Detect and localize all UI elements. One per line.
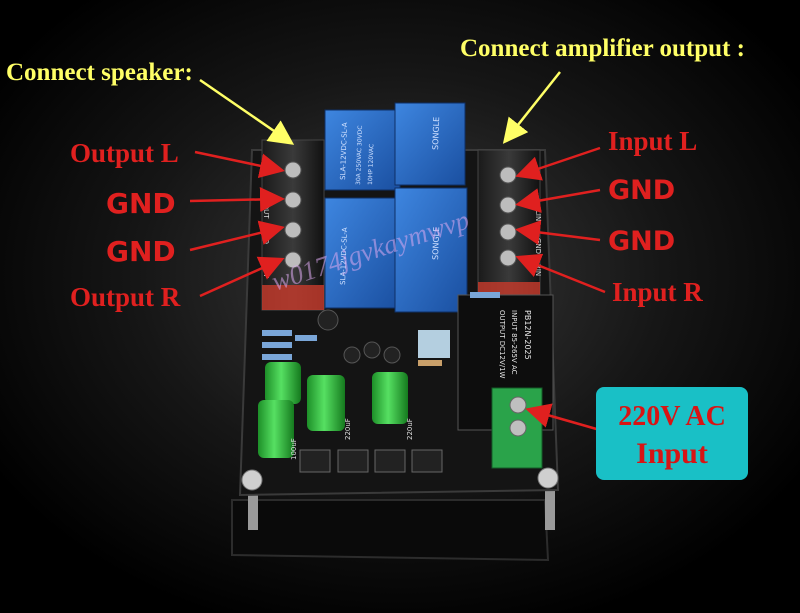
relay-rating-2: 10HP 120VAC <box>367 144 375 185</box>
arrow-gnd-left-2 <box>189 220 285 252</box>
mounting-screw-left <box>241 469 263 491</box>
label-gnd-left-1: GND <box>106 187 176 220</box>
label-gnd-left-2: GND <box>106 235 176 268</box>
callout-line-1: 220V AC <box>618 401 726 432</box>
resistor-array <box>262 292 500 366</box>
standoff-left <box>248 470 258 530</box>
mounting-screw-right <box>537 467 559 489</box>
relay-2 <box>324 187 468 313</box>
ac-input-terminal <box>491 387 543 469</box>
arrow-input-r <box>515 253 606 294</box>
arrow-output-r <box>199 256 285 298</box>
acrylic-base <box>231 499 550 562</box>
label-connect-amplifier-text: Connect amplifier output <box>460 35 731 62</box>
relay-brand-1: SONGLE <box>431 117 441 150</box>
relay-1 <box>324 102 466 191</box>
label-input-l: Input L <box>608 126 698 156</box>
label-gnd-right-2: GND <box>608 226 676 257</box>
standoff-right <box>545 470 555 530</box>
arrow-output-l <box>194 150 285 179</box>
psu-input-text: INPUT 85-265V AC <box>510 310 518 375</box>
right-terminal-block <box>477 149 541 311</box>
relay-brand-2: SONGLE <box>431 227 441 260</box>
terminal-label-lin: LIN <box>534 210 542 221</box>
label-output-r: Output R <box>70 282 181 312</box>
cap-label-1: 100uF <box>290 438 298 460</box>
callout-line-2: Input <box>636 437 708 470</box>
cap-label-2: 220uF <box>344 418 352 440</box>
terminal-label-gnd-right: GND <box>534 238 542 254</box>
label-connect-speaker: Connect speaker: <box>6 59 193 86</box>
label-gnd-right-1: GND <box>608 175 676 206</box>
ic-group <box>299 449 443 473</box>
label-input-r: Input R <box>612 277 703 307</box>
label-output-l: Output L <box>70 138 179 168</box>
cap-label-3: 220uF <box>406 418 414 440</box>
relay-rating-1: 30A 250VAC 30VDC <box>355 125 364 185</box>
psu-output-text: OUTPUT DC12V/1W <box>498 310 506 379</box>
relay-model-2: SLA-12VDC-SL-A <box>339 227 349 285</box>
arrow-gnd-left-1 <box>189 186 285 212</box>
label-connect-speaker-text: Connect speaker <box>6 59 185 86</box>
arrow-input-l <box>515 146 601 181</box>
ac-input-callout: 220V AC Input <box>596 387 748 480</box>
psu-model-text: PB12N-2025 <box>523 310 532 360</box>
label-connect-amplifier: Connect amplifier output : <box>460 35 745 62</box>
arrow-gnd-right-1 <box>515 188 601 213</box>
arrow-connect-speaker <box>199 78 295 145</box>
capacitor-group <box>258 330 450 458</box>
arrow-connect-amplifier <box>502 71 561 144</box>
arrow-gnd-right-2 <box>515 220 601 245</box>
arrow-ac-input <box>525 403 601 432</box>
relay-model-1: SLA-12VDC-SL-A <box>339 122 349 180</box>
transistor-group <box>317 309 401 364</box>
terminal-label-lout: LOUT <box>262 200 270 219</box>
